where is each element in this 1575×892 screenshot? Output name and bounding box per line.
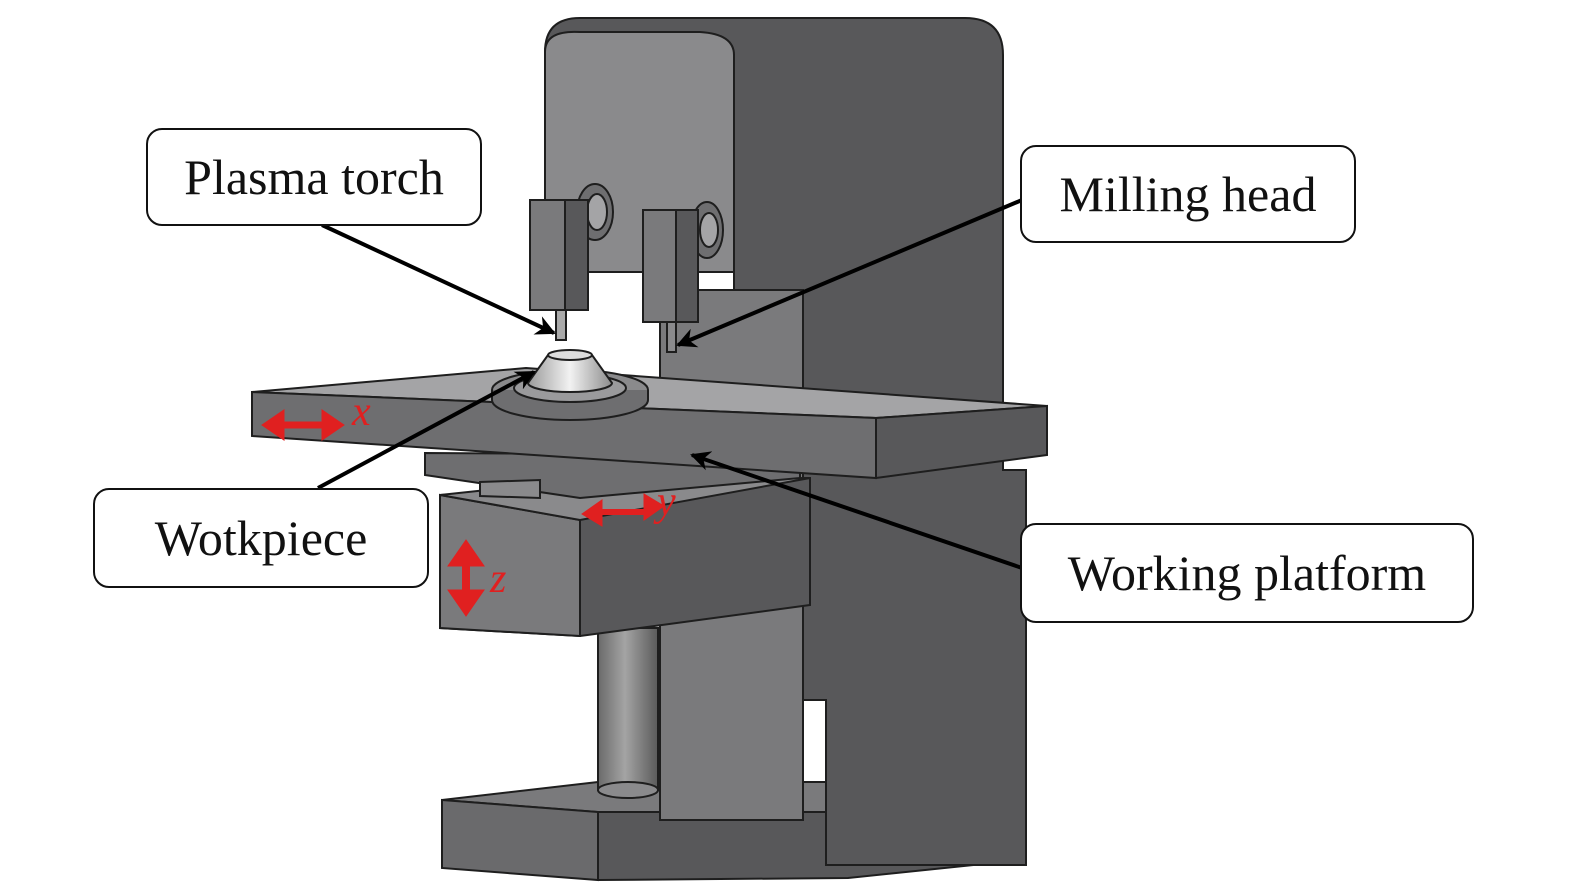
y-axis-arrow: [581, 493, 665, 527]
axis-arrows: [261, 409, 665, 617]
working-platform: [251, 366, 1048, 480]
workpiece-pointer: [317, 370, 536, 490]
milling-head-pointer: [676, 198, 1023, 348]
z-axis-arrow: [447, 539, 485, 617]
pointer-arrows: [317, 198, 1023, 570]
plasma-torch-label: Plasma torch: [184, 149, 444, 205]
x-axis-label: x: [352, 389, 371, 435]
z-axis-label: z: [490, 556, 507, 602]
support-pillar: [597, 627, 659, 799]
plasma-torch-callout: Plasma torch: [146, 128, 482, 226]
y-axis-label: y: [657, 479, 676, 525]
working-platform-pointer: [690, 451, 1023, 570]
workpiece-callout: Wotkpiece: [93, 488, 429, 588]
x-axis-arrow: [261, 409, 345, 441]
plasma-torch: [529, 183, 614, 341]
working-platform-label: Working platform: [1067, 545, 1427, 601]
plasma-torch-pointer: [321, 223, 556, 335]
milling-head-label: Milling head: [1059, 166, 1317, 222]
working-platform-callout: Working platform: [1020, 523, 1474, 623]
milling-head-callout: Milling head: [1020, 145, 1356, 243]
milling-spindle: [642, 201, 724, 353]
workpiece-label: Wotkpiece: [154, 510, 368, 566]
workpiece-fixture: [491, 349, 649, 421]
